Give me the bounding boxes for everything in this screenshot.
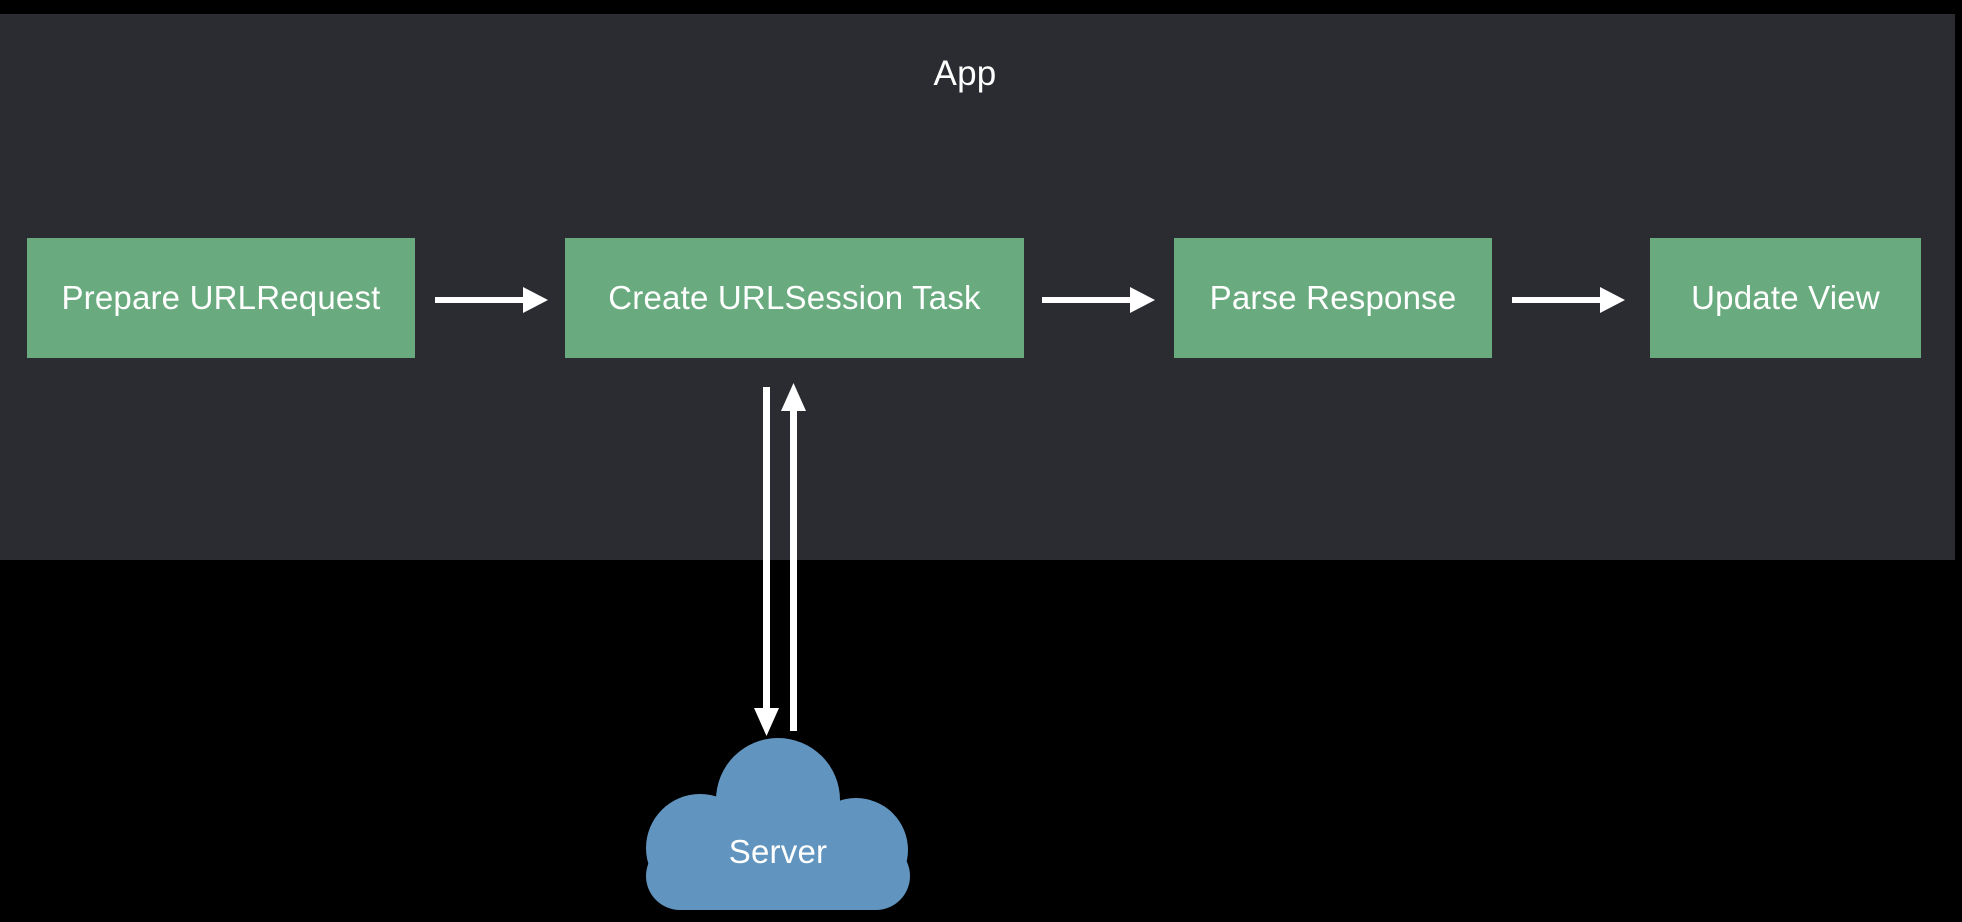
- server-cloud[interactable]: Server: [637, 738, 919, 914]
- node-update-view[interactable]: Update View: [1650, 238, 1921, 358]
- node-label: Parse Response: [1209, 279, 1457, 316]
- node-label: Create URLSession Task: [608, 279, 981, 316]
- network-arrows-group: [752, 378, 812, 740]
- arrow-parse-to-update-icon: [1512, 284, 1627, 316]
- arrow-response-up-icon: [781, 383, 806, 731]
- cloud-icon: [646, 738, 910, 910]
- node-create-urlsession-task[interactable]: Create URLSession Task: [565, 238, 1024, 358]
- node-parse-response[interactable]: Parse Response: [1174, 238, 1492, 358]
- arrow-prepare-to-create-icon: [435, 284, 550, 316]
- node-prepare-urlrequest[interactable]: Prepare URLRequest: [27, 238, 415, 358]
- node-label: Update View: [1691, 279, 1880, 316]
- app-title: App: [933, 54, 997, 93]
- arrow-create-to-parse-icon: [1042, 284, 1157, 316]
- arrow-request-down-icon: [754, 387, 779, 736]
- node-label: Prepare URLRequest: [61, 279, 381, 316]
- app-boundary-panel: App Prepare URLRequest Create URLSession…: [0, 14, 1955, 560]
